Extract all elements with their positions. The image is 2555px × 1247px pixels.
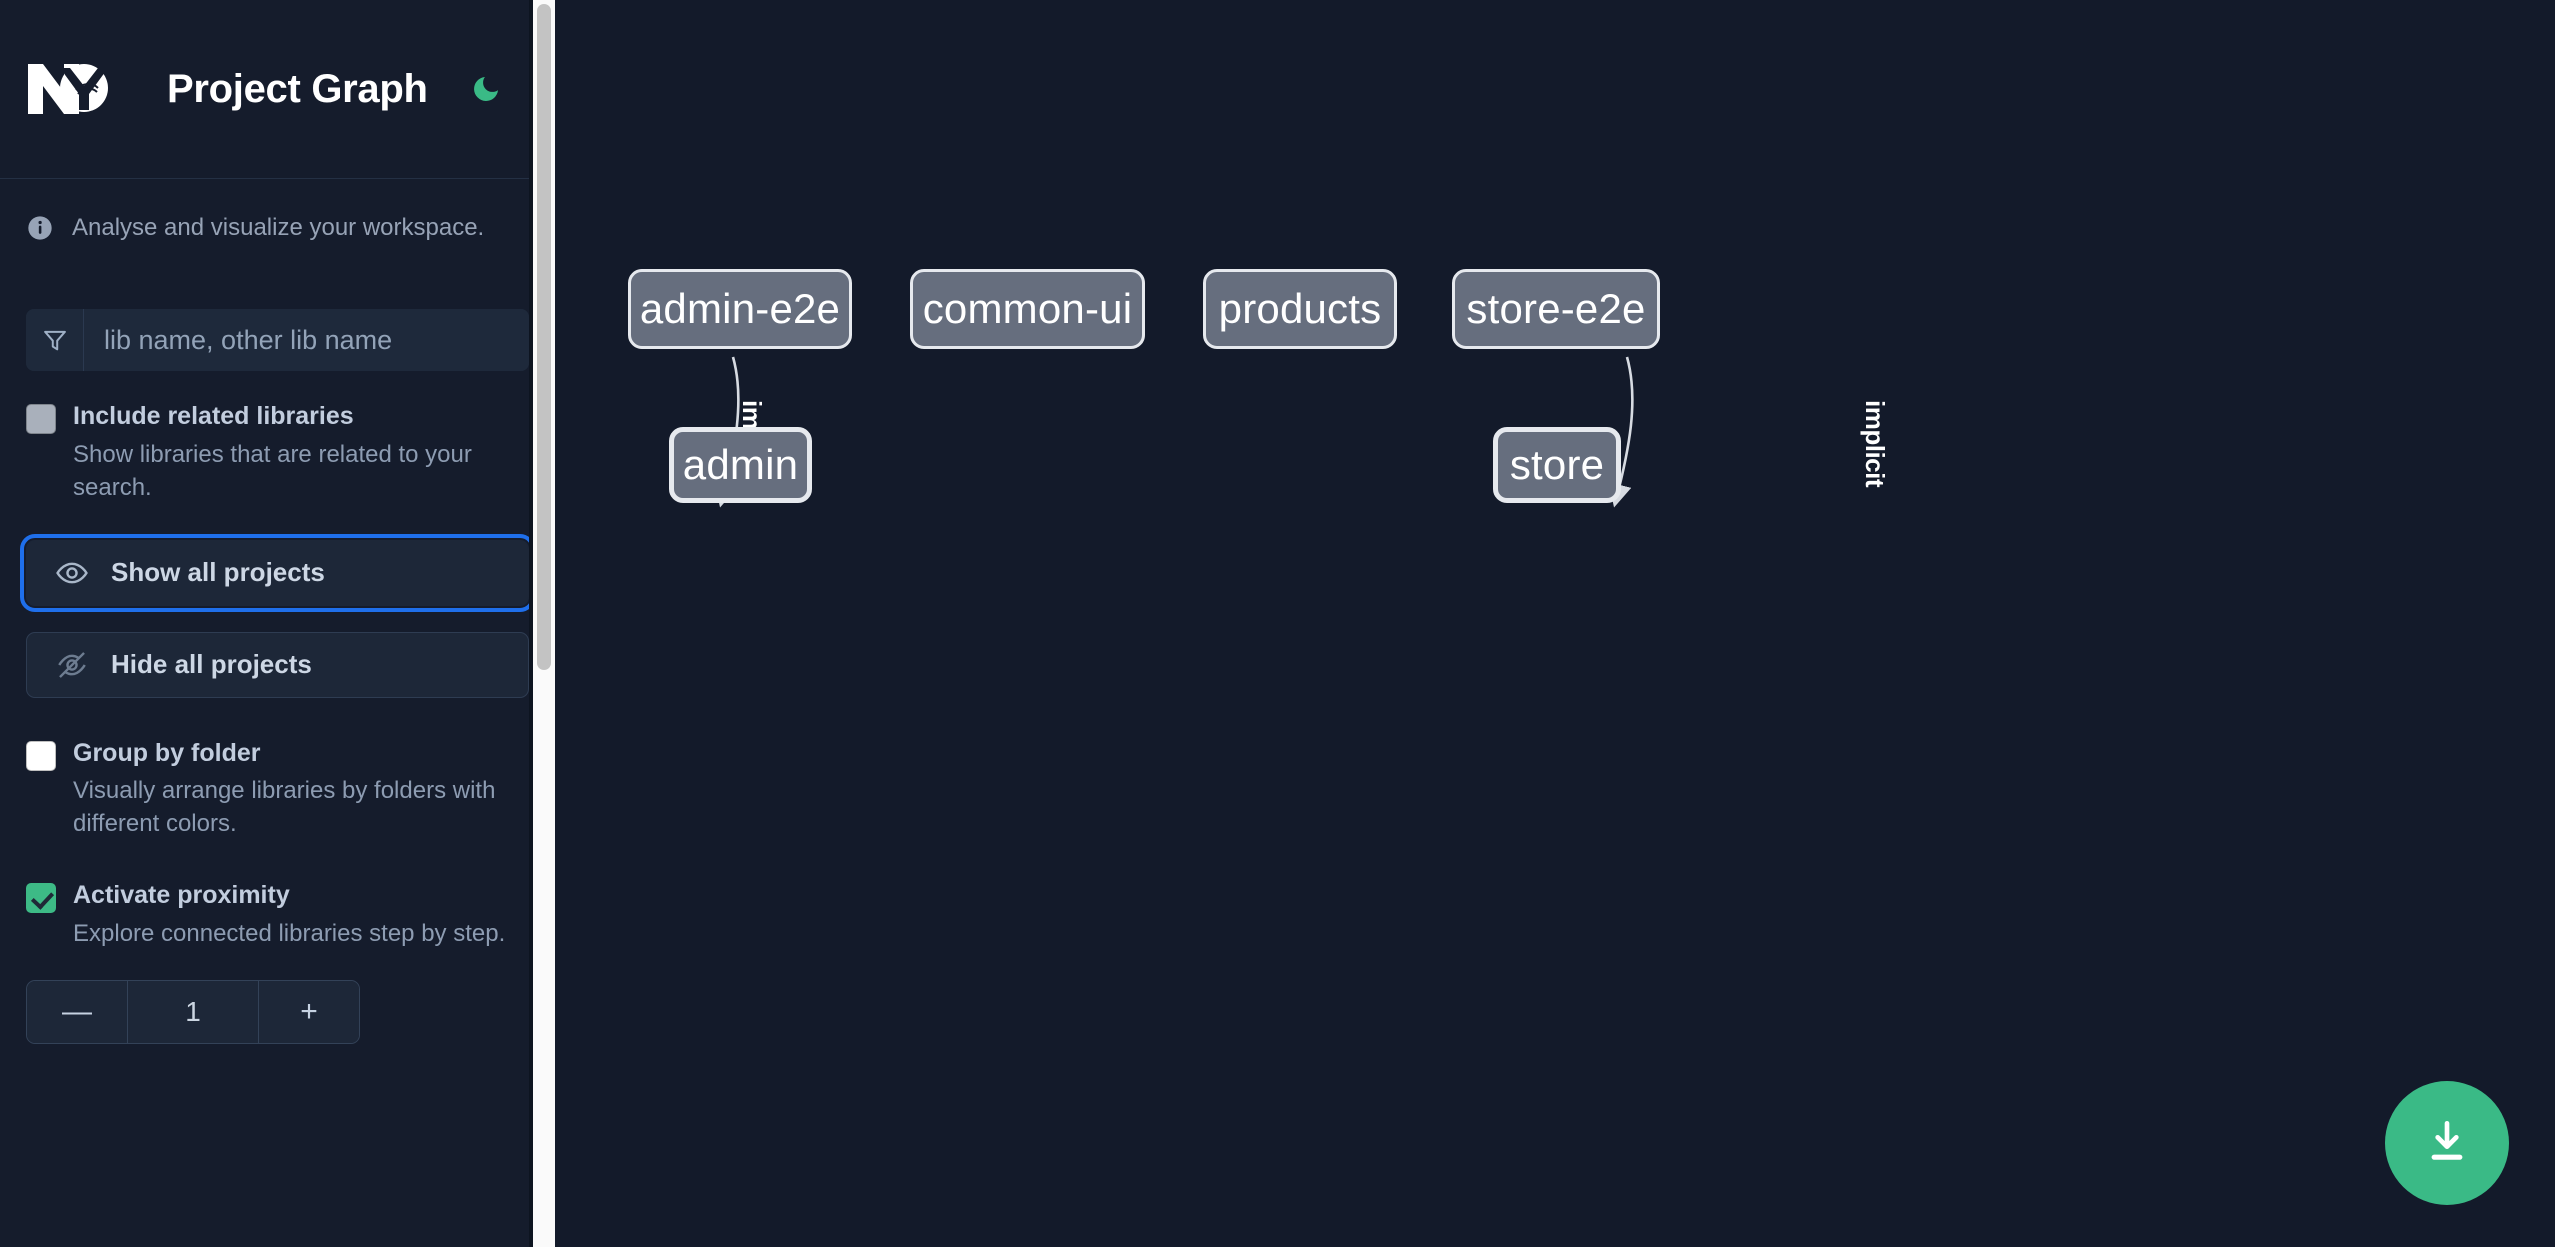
search-input[interactable] — [84, 309, 529, 371]
sidebar: Project Graph Analyse and visu — [0, 0, 555, 1247]
eye-off-icon — [55, 648, 89, 682]
graph-node-products[interactable]: products — [1203, 269, 1397, 349]
graph-node-admin[interactable]: admin — [669, 427, 812, 503]
proximity-stepper[interactable]: — 1 + — [26, 980, 360, 1045]
include-related-libraries-description: Show libraries that are related to your … — [73, 440, 472, 501]
proximity-increment-button[interactable]: + — [259, 981, 359, 1044]
sidebar-scroll-area: Project Graph Analyse and visu — [0, 0, 555, 1247]
activate-proximity-label: Activate proximity — [73, 881, 290, 910]
option-activate-proximity[interactable]: Activate proximity Explore connected lib… — [0, 880, 555, 950]
activate-proximity-checkbox[interactable] — [26, 883, 56, 914]
proximity-stepper-wrap: — 1 + — [0, 980, 555, 1045]
activate-proximity-description: Explore connected libraries step by step… — [73, 919, 506, 947]
description-text: Analyse and visualize your workspace. — [72, 214, 485, 241]
group-by-folder-checkbox[interactable] — [26, 740, 56, 771]
proximity-decrement-button[interactable]: — — [27, 981, 127, 1044]
search-field[interactable] — [26, 309, 529, 371]
graph-node-store[interactable]: store — [1493, 427, 1621, 503]
sidebar-header: Project Graph — [0, 0, 555, 178]
project-visibility-buttons: Show all projects Hide all projects — [0, 533, 555, 698]
sidebar-scrollbar-thumb[interactable] — [537, 4, 551, 670]
group-by-folder-label: Group by folder — [73, 738, 261, 767]
moon-icon[interactable] — [466, 69, 506, 109]
include-related-libraries-label: Include related libraries — [73, 402, 354, 430]
project-graph-canvas[interactable]: implicit implicit admin-e2e common-ui pr… — [555, 0, 2555, 1247]
edge-label-implicit-store: implicit — [1860, 400, 1890, 488]
include-related-libraries-checkbox[interactable] — [26, 404, 56, 434]
hide-all-projects-label: Hide all projects — [111, 649, 312, 680]
graph-node-common-ui[interactable]: common-ui — [910, 269, 1145, 349]
graph-node-store-e2e[interactable]: store-e2e — [1452, 269, 1660, 349]
info-circle-icon — [26, 214, 54, 242]
group-by-folder-description: Visually arrange libraries by folders wi… — [73, 777, 496, 838]
eye-icon — [55, 556, 89, 590]
hide-all-projects-button[interactable]: Hide all projects — [26, 631, 529, 698]
download-icon — [2419, 1114, 2475, 1173]
graph-edges-layer — [714, 356, 1634, 508]
nx-logo-icon — [26, 60, 122, 118]
sidebar-edge — [529, 0, 533, 1247]
page-title: Project Graph — [167, 66, 428, 111]
download-graph-button[interactable] — [2385, 1081, 2509, 1205]
show-all-projects-label: Show all projects — [111, 557, 325, 588]
filter-funnel-icon — [26, 309, 84, 371]
header-divider — [0, 178, 555, 179]
graph-node-admin-e2e[interactable]: admin-e2e — [628, 269, 852, 349]
workspace-description: Analyse and visualize your workspace. — [0, 179, 555, 277]
option-group-by-folder[interactable]: Group by folder Visually arrange librari… — [0, 738, 555, 841]
option-include-related-libraries[interactable]: Include related libraries Show libraries… — [0, 401, 555, 504]
proximity-value: 1 — [127, 981, 259, 1044]
show-all-projects-button[interactable]: Show all projects — [20, 533, 535, 612]
sidebar-scrollbar-track[interactable] — [533, 0, 555, 1247]
